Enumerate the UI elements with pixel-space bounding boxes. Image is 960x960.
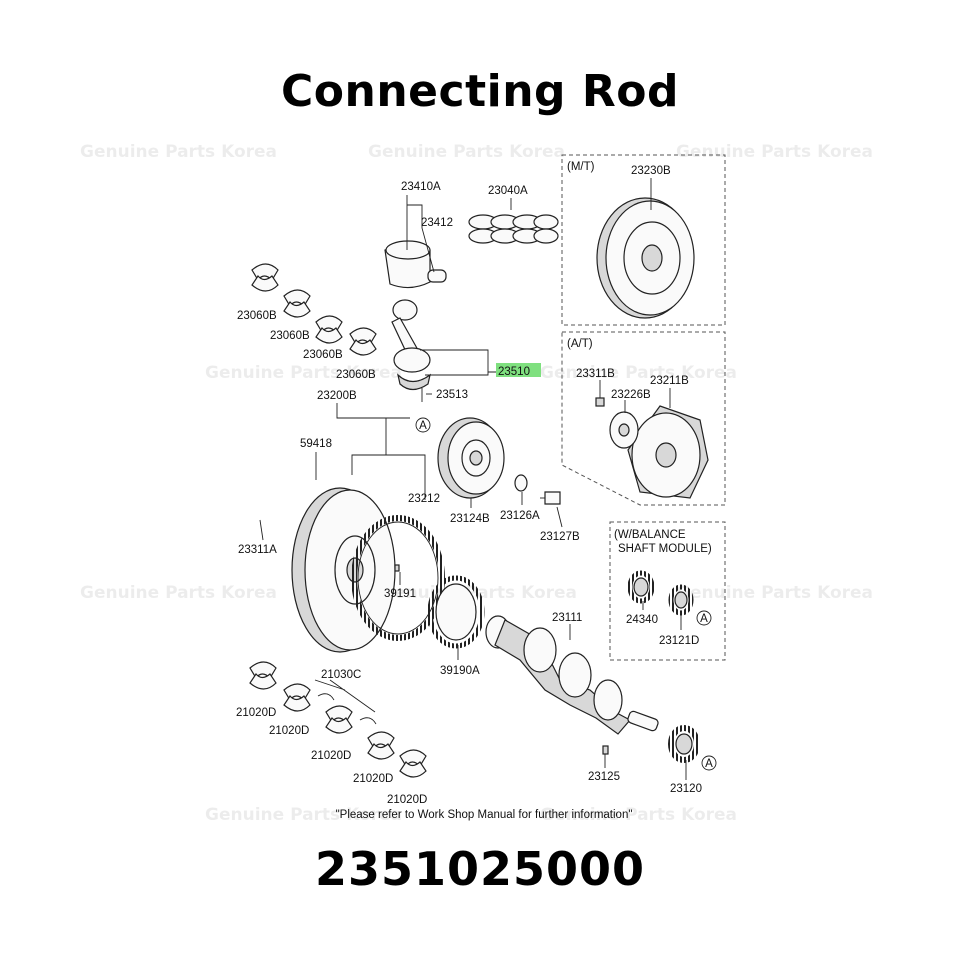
section-label-balance: (W/BALANCE bbox=[614, 529, 686, 541]
marker-a-2: A bbox=[696, 610, 712, 626]
part-label-selected[interactable]: 23510 bbox=[498, 366, 530, 378]
flywheel-mt bbox=[596, 197, 695, 319]
watermark: Genuine Parts Korea bbox=[205, 805, 402, 825]
part-label[interactable]: 23060B bbox=[303, 349, 343, 361]
part-labels: 23410A 23040A 23412 23230B 23060B 23060B… bbox=[236, 165, 702, 806]
part-label[interactable]: 23124B bbox=[450, 513, 490, 525]
part-label[interactable]: 23040A bbox=[488, 185, 528, 197]
part-label[interactable]: 23311B bbox=[576, 368, 615, 380]
section-label-mt: (M/T) bbox=[567, 161, 595, 173]
part-number: 2351025000 bbox=[314, 842, 646, 896]
part-label[interactable]: 39191 bbox=[384, 588, 416, 600]
part-label[interactable]: 23211B bbox=[650, 375, 689, 387]
watermark-layer: Genuine Parts Korea Genuine Parts Korea … bbox=[80, 142, 873, 825]
drive-plate-at bbox=[595, 397, 709, 499]
part-label[interactable]: 24340 bbox=[626, 614, 658, 626]
part-label[interactable]: 23226B bbox=[611, 389, 651, 401]
part-label[interactable]: 23121D bbox=[659, 635, 699, 647]
part-label[interactable]: 21020D bbox=[311, 750, 351, 762]
workshop-note: "Please refer to Work Shop Manual for fu… bbox=[336, 809, 633, 821]
watermark: Genuine Parts Korea bbox=[676, 583, 873, 603]
balance-shaft-sprockets bbox=[627, 570, 700, 763]
part-label[interactable]: 23120 bbox=[670, 783, 702, 795]
marker-a-label: A bbox=[419, 420, 427, 432]
section-label-at: (A/T) bbox=[567, 338, 593, 350]
part-label[interactable]: 23060B bbox=[336, 369, 376, 381]
bearing-shells-upper bbox=[251, 263, 377, 356]
crankshaft bbox=[485, 615, 659, 755]
watermark: Genuine Parts Korea bbox=[368, 142, 565, 162]
part-label[interactable]: 23125 bbox=[588, 771, 620, 783]
part-label[interactable]: 23311A bbox=[238, 544, 277, 556]
part-label[interactable]: 23060B bbox=[237, 310, 277, 322]
part-label[interactable]: 23126A bbox=[500, 510, 540, 522]
part-label[interactable]: 21020D bbox=[387, 794, 427, 806]
piston-rings bbox=[468, 214, 559, 244]
balance-section-box bbox=[609, 521, 726, 661]
crank-pulley bbox=[437, 417, 561, 505]
part-label[interactable]: 21030C bbox=[321, 669, 361, 681]
part-label[interactable]: 59418 bbox=[300, 438, 332, 450]
watermark: Genuine Parts Korea bbox=[676, 142, 873, 162]
part-label[interactable]: 23127B bbox=[540, 531, 580, 543]
part-label[interactable]: 23212 bbox=[408, 493, 440, 505]
page-title: Connecting Rod bbox=[281, 66, 679, 117]
part-label[interactable]: 23060B bbox=[270, 330, 310, 342]
part-label[interactable]: 23230B bbox=[631, 165, 671, 177]
flywheel-assembly bbox=[291, 487, 445, 653]
leader-lines bbox=[259, 178, 687, 780]
marker-a-1: A bbox=[415, 417, 431, 433]
part-label[interactable]: 39190A bbox=[440, 665, 480, 677]
part-label[interactable]: 23513 bbox=[436, 389, 468, 401]
part-label[interactable]: 23410A bbox=[401, 181, 441, 193]
watermark: Genuine Parts Korea bbox=[540, 363, 737, 383]
connecting-rod bbox=[391, 299, 431, 402]
part-label[interactable]: 21020D bbox=[353, 773, 393, 785]
marker-a-label: A bbox=[700, 613, 708, 625]
part-label[interactable]: 21020D bbox=[236, 707, 276, 719]
marker-a-3: A bbox=[701, 755, 717, 771]
mt-section-box bbox=[561, 154, 726, 326]
section-label-balance: SHAFT MODULE) bbox=[618, 543, 712, 555]
part-label[interactable]: 23200B bbox=[317, 390, 357, 402]
watermark: Genuine Parts Korea bbox=[80, 142, 277, 162]
watermark: Genuine Parts Korea bbox=[205, 363, 402, 383]
watermark: Genuine Parts Korea bbox=[540, 805, 737, 825]
piston-assembly bbox=[384, 214, 559, 289]
part-label[interactable]: 23412 bbox=[421, 217, 453, 229]
at-section-box bbox=[561, 331, 726, 506]
selected-part-highlight bbox=[496, 363, 541, 377]
part-label[interactable]: 21020D bbox=[269, 725, 309, 737]
main-bearing-shells bbox=[249, 661, 427, 778]
marker-a-label: A bbox=[705, 758, 713, 770]
part-label[interactable]: 23111 bbox=[552, 612, 582, 624]
watermark: Genuine Parts Korea bbox=[80, 583, 277, 603]
target-wheel bbox=[394, 564, 485, 649]
